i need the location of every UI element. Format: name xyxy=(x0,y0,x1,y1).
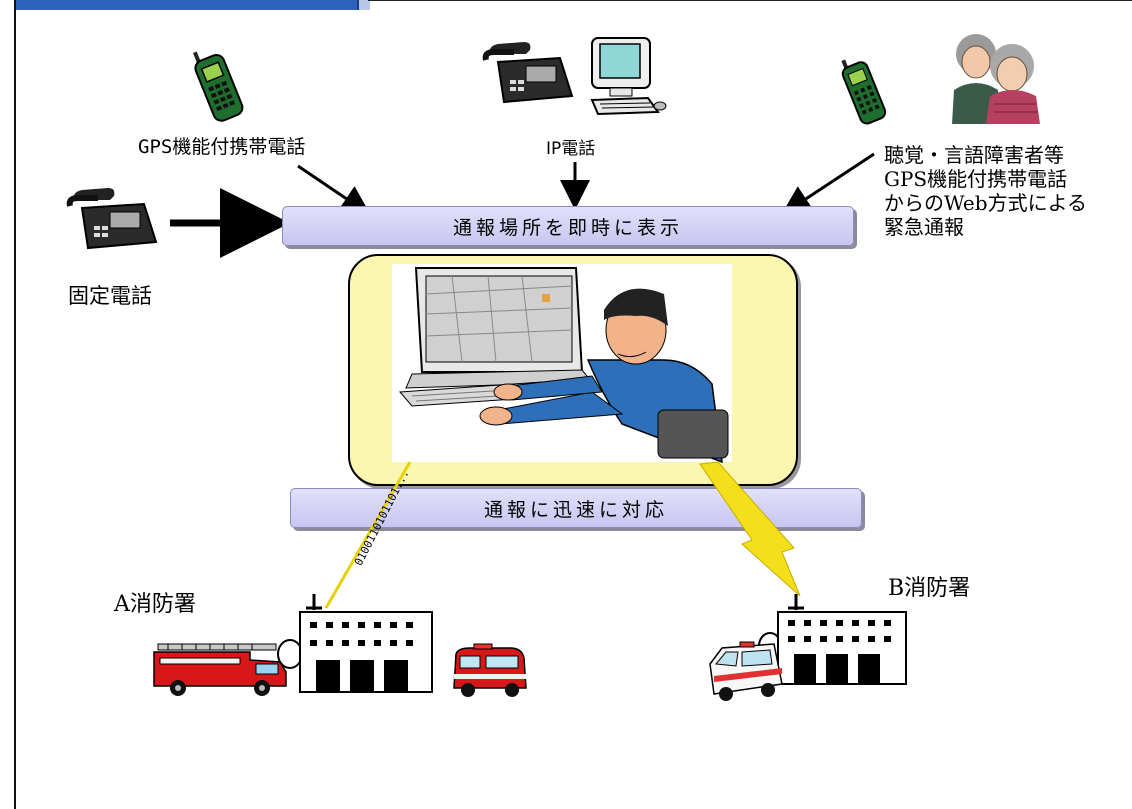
station-a-label: A消防署 xyxy=(114,592,196,617)
ambulance-icon xyxy=(709,641,783,701)
mobile-phone-icon xyxy=(192,51,244,122)
landline-label: 固定電話 xyxy=(68,284,152,308)
frame-top-line xyxy=(368,0,1132,1)
dispatcher-icon xyxy=(392,264,732,464)
header-tab-edge xyxy=(357,0,370,10)
ip-phone-label: IP電話 xyxy=(546,139,596,159)
station-b-label: B消防署 xyxy=(888,576,971,601)
hearing-impaired-line-3: からのWeb方式による xyxy=(884,191,1087,215)
top-banner: 通報場所を即時に表示 xyxy=(282,206,854,246)
computer-icon xyxy=(590,37,667,116)
data-link-a xyxy=(324,461,412,609)
bottom-banner: 通報に迅速に対応 xyxy=(290,488,862,528)
hearing-impaired-line-2: GPS機能付携帯電話 xyxy=(884,167,1068,191)
phone-icon xyxy=(482,42,574,104)
mobile-phone-icon xyxy=(841,59,887,125)
fire-station-icon xyxy=(277,594,433,693)
hearing-impaired-line-4: 緊急通報 xyxy=(884,215,964,239)
header-tab xyxy=(14,0,368,10)
elderly-couple-icon xyxy=(952,34,1040,124)
gps-phone-label: GPS機能付携帯電話 xyxy=(138,136,306,158)
fire-engine-icon xyxy=(453,643,527,697)
frame-left-line xyxy=(14,0,16,809)
arrow-web xyxy=(780,152,875,216)
arrow-gps xyxy=(297,164,371,216)
phone-icon xyxy=(66,188,158,250)
hearing-impaired-line-1: 聴覚・言語障害者等 xyxy=(884,143,1064,167)
lightning-link-b xyxy=(699,461,801,597)
fire-engine-icon xyxy=(153,643,287,696)
